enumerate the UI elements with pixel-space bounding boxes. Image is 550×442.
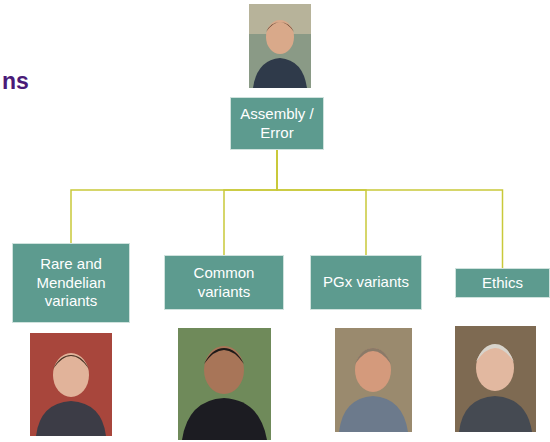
tree-connector (224, 150, 277, 255)
portrait-photo (455, 326, 536, 432)
portrait-photo (178, 328, 271, 440)
portrait-photo (30, 333, 112, 436)
tree-connector (277, 150, 366, 255)
tree-box: PGx variants (310, 255, 422, 310)
portrait-photo (249, 4, 311, 88)
box-label: Rare and Mendelian variants (19, 255, 123, 311)
tree-box: Rare and Mendelian variants (12, 243, 130, 323)
tree-box: Assembly / Error (230, 97, 324, 150)
heading-fragment: ns (2, 68, 29, 95)
box-label: Assembly / Error (237, 105, 317, 143)
tree-connector (71, 150, 277, 243)
box-label: Ethics (482, 274, 523, 293)
tree-connector (277, 150, 503, 268)
tree-box: Common variants (164, 255, 284, 310)
box-label: PGx variants (323, 273, 409, 292)
tree-box: Ethics (455, 268, 550, 298)
portrait-photo (335, 328, 412, 432)
box-label: Common variants (171, 264, 277, 302)
